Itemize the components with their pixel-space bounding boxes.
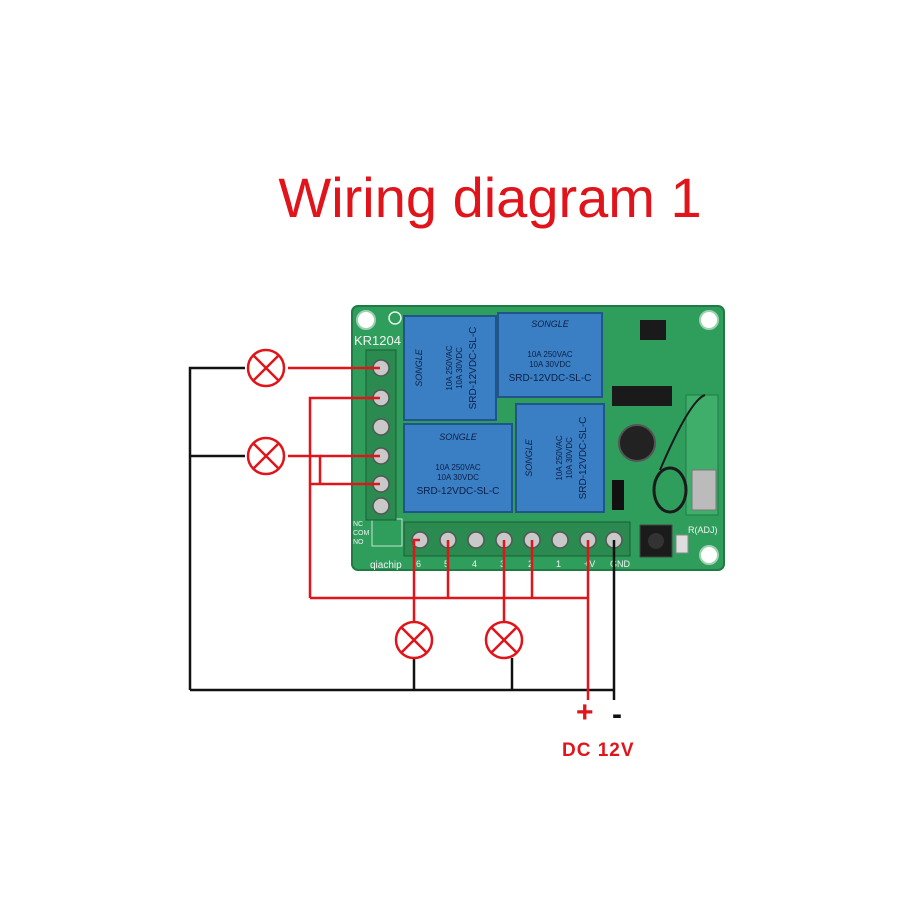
mount-hole [699, 310, 719, 330]
relay-text: 10A 250VAC [555, 435, 564, 480]
lamp-icon [394, 620, 434, 660]
relay-text: 10A 250VAC [445, 345, 454, 390]
mount-hole [699, 545, 719, 565]
terminal-screw [551, 531, 569, 549]
mount-hole [356, 310, 376, 330]
terminal-label: 5 [444, 559, 449, 569]
clock-icon [388, 311, 402, 325]
power-voltage-label: DC 12V [562, 740, 635, 761]
relay-text: 10A 250VAC [435, 463, 480, 472]
relay-text: SRD-12VDC-SL-C [509, 373, 592, 384]
relay-text: 10A 30VDC [529, 360, 571, 369]
relay-text: SONGLE [524, 438, 534, 477]
wiring [188, 366, 616, 700]
ic-chip [612, 386, 672, 406]
relay-text: SONGLE [414, 348, 424, 387]
capacitor [618, 424, 656, 462]
relay-text: 10A 30VDC [437, 473, 479, 482]
relay-text: SRD-12VDC-SL-C [417, 486, 500, 497]
relay-text: SONGLE [439, 432, 478, 442]
relay-text: 10A 30VDC [565, 437, 574, 479]
lamp-icon [484, 620, 524, 660]
board-maker: qiachip [370, 560, 402, 571]
relay-text: SONGLE [531, 319, 570, 329]
terminal-label: 1 [556, 559, 561, 569]
power-minus-label: - [612, 698, 622, 731]
adjust-label: R(ADJ) [688, 525, 718, 535]
terminal-label: 2 [528, 559, 533, 569]
ic-chip-small [640, 320, 666, 340]
power-plus-label: + [576, 696, 594, 729]
relay-text: 10A 250VAC [527, 350, 572, 359]
diode [612, 480, 624, 510]
lamps [246, 348, 524, 660]
terminal-screw [372, 497, 390, 515]
lamp-icon [246, 436, 286, 476]
terminal-screw [372, 418, 390, 436]
relay-text: 10A 30VDC [455, 347, 464, 389]
diagram-title: Wiring diagram 1 [278, 166, 702, 229]
contact-label-nc: NC [353, 521, 363, 528]
relay-text: SRD-12VDC-SL-C [578, 417, 589, 500]
rf-can [691, 469, 717, 511]
contact-label-com: COM [353, 530, 370, 537]
lamp-icon [246, 348, 286, 388]
wire-hot-lamp3 [412, 538, 420, 622]
terminal-label: 6 [416, 559, 421, 569]
relay-text: SRD-12VDC-SL-C [468, 327, 479, 410]
terminal-label: GND [610, 559, 631, 569]
terminal-label: +V [584, 559, 595, 569]
contact-label-no: NO [353, 539, 364, 546]
terminal-label: 4 [472, 559, 477, 569]
wire-hot-left [308, 396, 380, 598]
board-model: KR1204 [354, 333, 401, 348]
terminal-screw [467, 531, 485, 549]
wire-hot-lamp2 [288, 454, 322, 484]
antenna-coil [652, 466, 688, 514]
wire-neutral-left [188, 366, 245, 690]
terminal-label: 3 [500, 559, 505, 569]
